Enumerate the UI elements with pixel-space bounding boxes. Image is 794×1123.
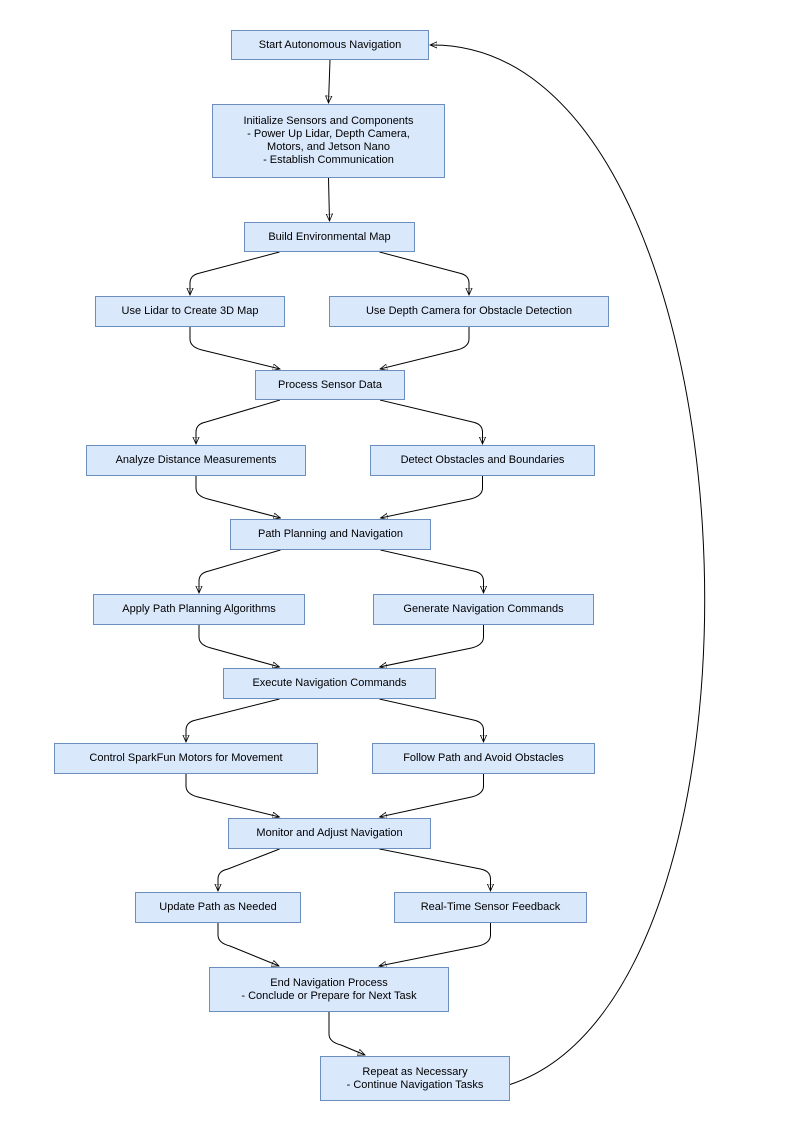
node-detect: Detect Obstacles and Boundaries — [370, 445, 595, 476]
node-label-line: End Navigation Process — [270, 976, 388, 989]
edge-end-to-repeat — [328, 1012, 365, 1055]
edge-apply-algo-to-exec-cmds — [198, 625, 280, 667]
node-label-line: Motors, and Jetson Nano — [267, 141, 390, 153]
edge-exec-cmds-to-motors — [186, 698, 280, 742]
node-motors: Control SparkFun Motors for Movement — [54, 743, 318, 774]
edge-repeat-to-start — [430, 45, 706, 1085]
node-depth-cam: Use Depth Camera for Obstacle Detection — [329, 296, 609, 327]
node-init: Initialize Sensors and Components- Power… — [212, 104, 445, 178]
edge-build-map-to-depth-cam — [379, 251, 470, 295]
node-label-line: - Conclude or Prepare for Next Task — [241, 989, 417, 1002]
node-label-line: Use Lidar to Create 3D Map — [121, 305, 259, 317]
edge-depth-cam-to-process — [380, 327, 470, 369]
node-apply-algo: Apply Path Planning Algorithms — [93, 594, 305, 625]
edge-exec-cmds-to-follow — [379, 698, 484, 742]
edge-lidar-map-to-process — [189, 327, 280, 369]
node-label-line: Process Sensor Data — [278, 378, 382, 391]
node-lidar-map: Use Lidar to Create 3D Map — [95, 296, 285, 327]
edge-update-to-end — [217, 923, 279, 966]
node-label-line: Generate Navigation Commands — [403, 603, 564, 615]
edge-follow-to-monitor — [380, 774, 484, 817]
node-analyze: Analyze Distance Measurements — [86, 445, 306, 476]
node-gen-cmds: Generate Navigation Commands — [373, 594, 594, 625]
node-label-line: Repeat as Necessary — [362, 1065, 468, 1078]
node-label-line: Path Planning and Navigation — [258, 528, 403, 540]
node-label-line: Control SparkFun Motors for Movement — [89, 752, 283, 764]
edge-motors-to-monitor — [185, 774, 280, 817]
edge-gen-cmds-to-exec-cmds — [380, 625, 484, 667]
edge-start-to-init — [329, 59, 331, 103]
edge-monitor-to-feedback — [379, 848, 491, 891]
node-label-line: Analyze Distance Measurements — [115, 454, 277, 466]
node-label-line: Build Environmental Map — [268, 230, 391, 243]
node-end: End Navigation Process- Conclude or Prep… — [209, 967, 449, 1012]
edge-process-to-analyze — [196, 399, 281, 444]
node-repeat: Repeat as Necessary- Continue Navigation… — [320, 1056, 510, 1101]
node-label-line: - Establish Communication — [263, 154, 394, 166]
node-exec-cmds: Execute Navigation Commands — [223, 668, 436, 699]
edge-monitor-to-update — [218, 848, 280, 891]
edge-build-map-to-lidar-map — [190, 251, 280, 295]
node-label-line: Use Depth Camera for Obstacle Detection — [365, 305, 573, 317]
edge-path-plan-to-apply-algo — [199, 549, 281, 593]
node-label-line: Execute Navigation Commands — [252, 677, 407, 689]
node-build-map: Build Environmental Map — [244, 222, 415, 252]
node-label-line: Update Path as Needed — [159, 901, 277, 913]
edge-analyze-to-path-plan — [195, 476, 281, 518]
edge-detect-to-path-plan — [381, 476, 483, 518]
node-label-line: Monitor and Adjust Navigation — [256, 827, 403, 839]
node-label-line: Follow Path and Avoid Obstacles — [403, 752, 564, 764]
edge-feedback-to-end — [379, 923, 491, 966]
node-monitor: Monitor and Adjust Navigation — [228, 818, 431, 849]
node-start: Start Autonomous Navigation — [231, 30, 429, 60]
node-label-line: Detect Obstacles and Boundaries — [400, 454, 565, 466]
node-path-plan: Path Planning and Navigation — [230, 519, 431, 550]
node-process: Process Sensor Data — [255, 370, 405, 400]
node-label-line: Apply Path Planning Algorithms — [122, 603, 276, 615]
node-feedback: Real-Time Sensor Feedback — [394, 892, 587, 923]
edge-path-plan-to-gen-cmds — [380, 549, 484, 593]
node-label-line: - Power Up Lidar, Depth Camera, — [247, 128, 410, 140]
node-update: Update Path as Needed — [135, 892, 301, 923]
node-label-line: Initialize Sensors and Components — [243, 115, 414, 127]
node-follow: Follow Path and Avoid Obstacles — [372, 743, 595, 774]
edge-process-to-detect — [379, 399, 483, 444]
node-label-line: - Continue Navigation Tasks — [346, 1078, 484, 1091]
node-label-line: Real-Time Sensor Feedback — [420, 901, 561, 913]
node-label-line: Start Autonomous Navigation — [258, 38, 402, 51]
edge-init-to-build-map — [329, 177, 330, 221]
